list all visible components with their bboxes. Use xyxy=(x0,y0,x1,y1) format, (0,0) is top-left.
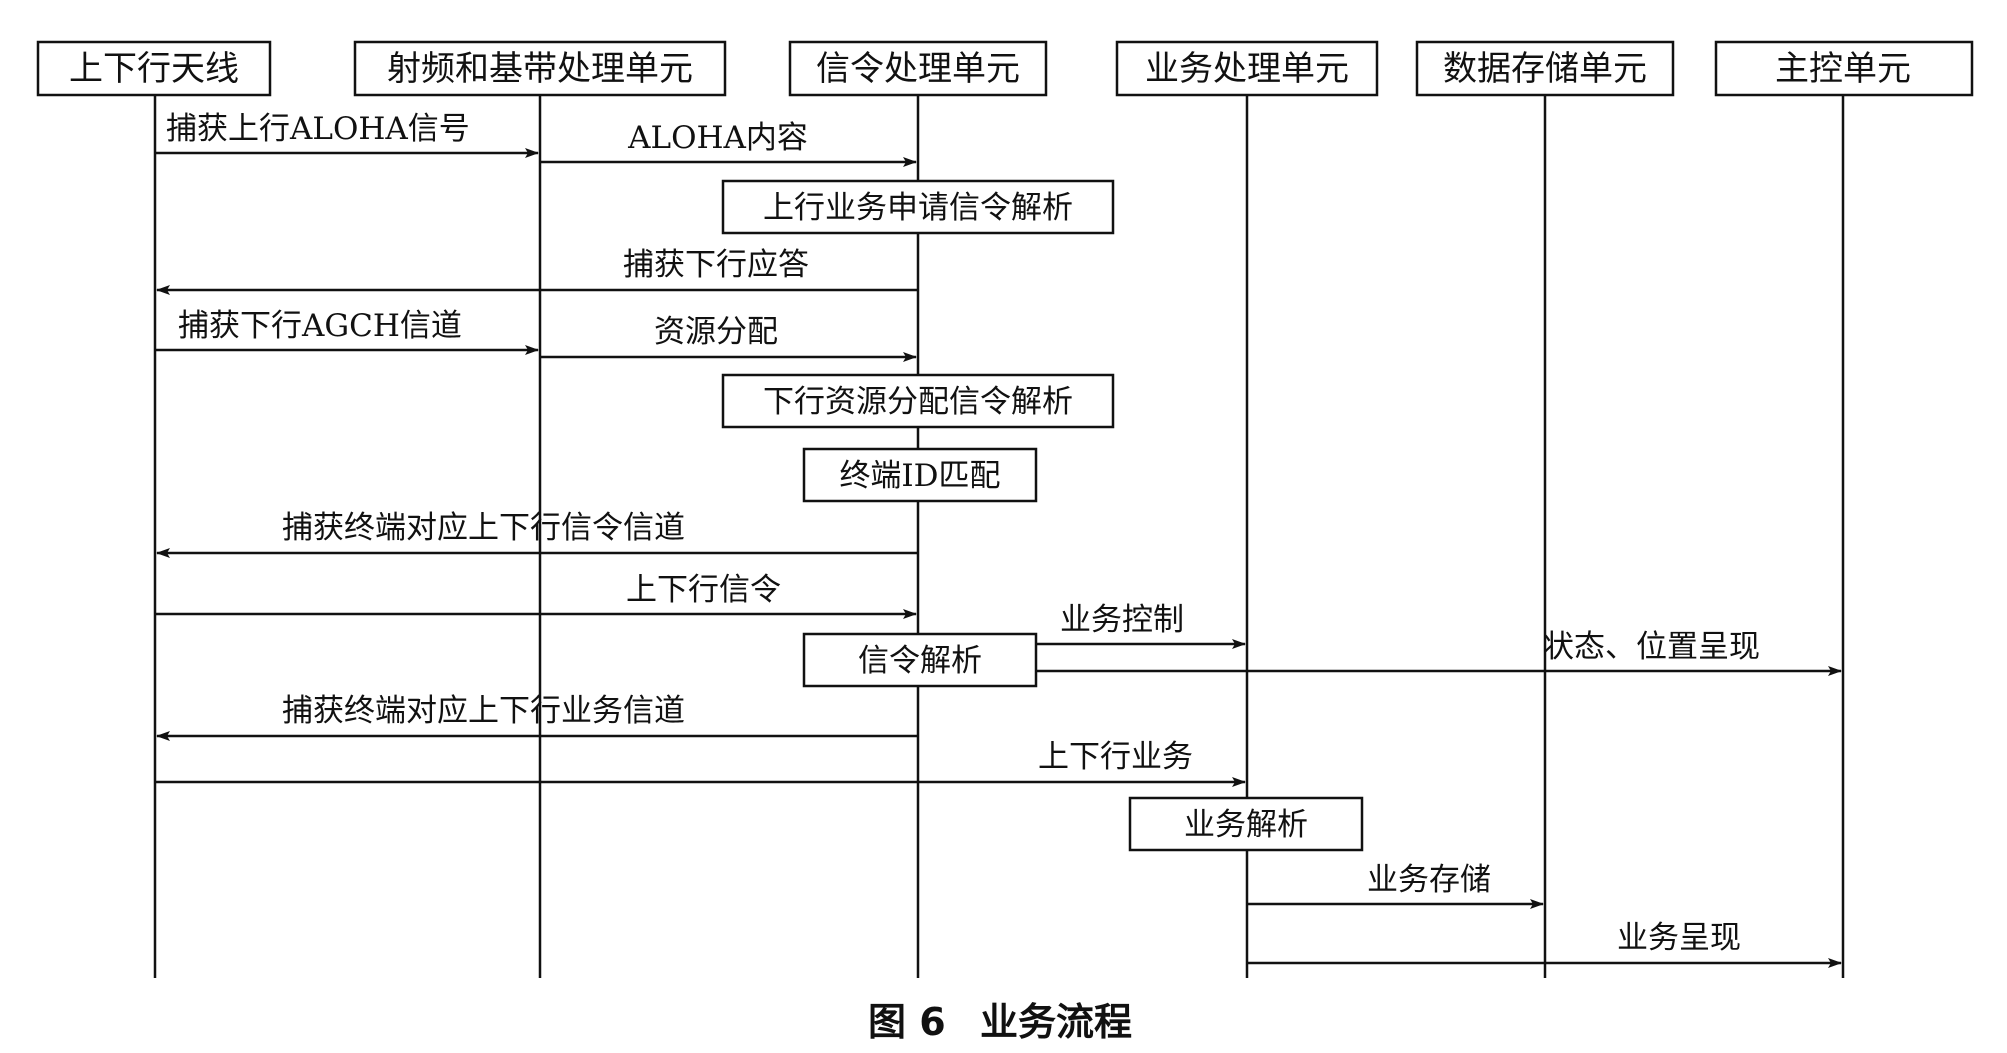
message-label: 捕获下行AGCH信道 xyxy=(178,308,462,344)
actor-master: 主控单元 xyxy=(1714,40,1974,97)
process-p5: 业务解析 xyxy=(1128,796,1364,852)
actor-rf-label: 射频和基带处理单元 xyxy=(387,49,693,89)
process-p3: 终端ID匹配 xyxy=(802,447,1038,503)
process-label: 业务解析 xyxy=(1184,807,1308,843)
message-m8: 业务控制 xyxy=(1035,602,1246,649)
message-m12: 业务存储 xyxy=(1247,862,1544,909)
message-m13: 业务呈现 xyxy=(1247,920,1842,968)
message-label: 业务存储 xyxy=(1367,862,1491,898)
caption-title: 业务流程 xyxy=(980,1000,1132,1044)
message-m1: 捕获上行ALOHA信号 xyxy=(155,111,539,158)
message-label: 捕获终端对应上下行信令信道 xyxy=(282,510,685,546)
message-label: ALOHA内容 xyxy=(627,120,808,156)
message-m4: 捕获下行AGCH信道 xyxy=(155,308,539,355)
message-m2: ALOHA内容 xyxy=(540,120,917,167)
message-m10: 捕获终端对应上下行业务信道 xyxy=(156,693,918,741)
lifelines xyxy=(153,95,1845,978)
message-label: 捕获终端对应上下行业务信道 xyxy=(282,693,685,729)
actor-signal-label: 信令处理单元 xyxy=(816,49,1020,89)
message-label: 捕获下行应答 xyxy=(623,247,809,283)
actor-antenna: 上下行天线 xyxy=(36,40,272,97)
caption-figure-number: 图 6 xyxy=(868,1000,946,1044)
process-label: 下行资源分配信令解析 xyxy=(763,384,1073,420)
process-label: 上行业务申请信令解析 xyxy=(763,190,1073,226)
message-m5: 资源分配 xyxy=(540,314,917,362)
message-m6: 捕获终端对应上下行信令信道 xyxy=(156,510,918,558)
actor-storage: 数据存储单元 xyxy=(1415,40,1675,97)
process-p1: 上行业务申请信令解析 xyxy=(721,179,1115,235)
message-m3: 捕获下行应答 xyxy=(156,247,918,295)
message-label: 资源分配 xyxy=(654,314,778,350)
message-m7: 上下行信令 xyxy=(155,572,917,619)
message-label: 上下行信令 xyxy=(626,572,781,608)
message-label: 业务呈现 xyxy=(1617,920,1741,956)
actor-rf: 射频和基带处理单元 xyxy=(353,40,727,97)
actor-service: 业务处理单元 xyxy=(1115,40,1379,97)
process-label: 信令解析 xyxy=(858,643,982,679)
actor-antenna-label: 上下行天线 xyxy=(69,49,239,89)
process-p4: 信令解析 xyxy=(802,632,1038,688)
message-label: 状态、位置呈现 xyxy=(1543,629,1760,665)
process-p2: 下行资源分配信令解析 xyxy=(721,373,1115,429)
message-label: 业务控制 xyxy=(1060,602,1184,638)
message-label: 上下行业务 xyxy=(1038,739,1193,775)
message-label: 捕获上行ALOHA信号 xyxy=(166,111,470,147)
message-m9: 状态、位置呈现 xyxy=(1035,629,1842,676)
actor-storage-label: 数据存储单元 xyxy=(1443,49,1647,89)
actor-master-label: 主控单元 xyxy=(1775,49,1911,89)
process-label: 终端ID匹配 xyxy=(839,458,1000,494)
actor-service-label: 业务处理单元 xyxy=(1145,49,1349,89)
figure-caption: 图 6 业务流程 xyxy=(868,1000,1132,1044)
actor-signal: 信令处理单元 xyxy=(788,40,1048,97)
message-m11: 上下行业务 xyxy=(155,739,1246,787)
